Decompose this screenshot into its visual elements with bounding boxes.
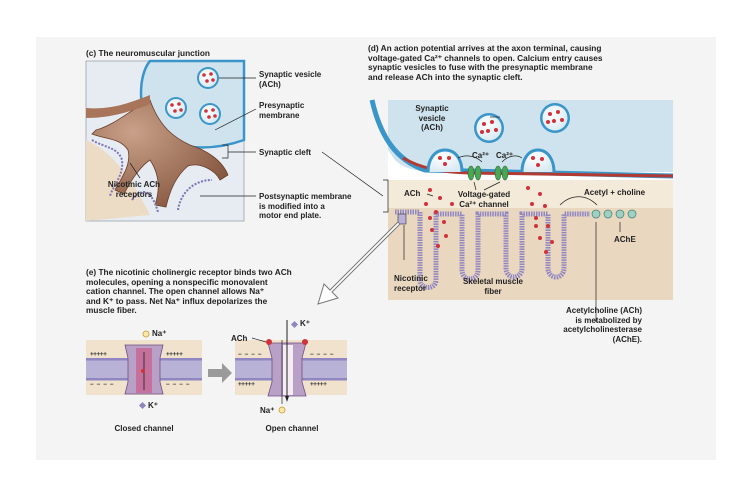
panel-d-caption: (d) An action potential arrives at the a…: [368, 43, 603, 82]
released-ach: [424, 186, 554, 254]
axon-branches: [91, 99, 229, 208]
label-open-channel: Open channel: [265, 424, 319, 433]
label-ach-d: ACh: [404, 189, 421, 198]
label-synaptic-vesicle-c: Synaptic vesicle(ACh): [259, 70, 322, 89]
label-na-open: Na⁺: [260, 406, 275, 415]
closed-plus-right: +++++: [166, 351, 183, 358]
panel-c-vesicles: [165, 67, 221, 125]
panel-c-illustration: [85, 59, 257, 222]
label-ach-open: ACh: [231, 334, 248, 343]
zoom-arrow: [317, 221, 401, 305]
panel-e-caption: (e) The nicotinic cholinergic receptor b…: [86, 267, 292, 315]
panel-e-illustration: [86, 320, 347, 414]
open-plus-right: +++++: [310, 381, 327, 388]
label-ca-left: Ca²⁺: [472, 151, 490, 160]
label-acetyl-choline: Acetyl + choline: [584, 188, 646, 197]
open-plus-left: +++++: [238, 381, 255, 388]
closed-minus-left: − − − −: [90, 381, 114, 388]
open-minus-right: − − − −: [310, 351, 334, 358]
panel-c-title: (c) The neuromuscular junction: [86, 48, 211, 58]
label-closed-channel: Closed channel: [114, 424, 174, 433]
panel-d-illustration: [317, 99, 674, 322]
ache-enzymes: [591, 209, 637, 219]
label-k-closed: K⁺: [148, 401, 158, 410]
closed-minus-right: − − − −: [166, 381, 190, 388]
junctional-folds: [395, 209, 590, 290]
label-ca-right: Ca²⁺: [496, 151, 514, 160]
presynaptic-membrane: [369, 99, 674, 179]
label-na-closed: Na⁺: [152, 329, 167, 338]
closed-plus-left: +++++: [90, 351, 107, 358]
calcium-channels: [467, 165, 509, 181]
postsynaptic-folds: [91, 139, 213, 213]
open-minus-left: − − − −: [238, 351, 262, 358]
label-synaptic-cleft: Synaptic cleft: [259, 148, 312, 157]
transition-arrow: [208, 363, 232, 383]
label-k-open: K⁺: [300, 319, 310, 328]
label-ache: AChE: [614, 235, 636, 244]
panel-d-vesicles: [426, 103, 570, 173]
